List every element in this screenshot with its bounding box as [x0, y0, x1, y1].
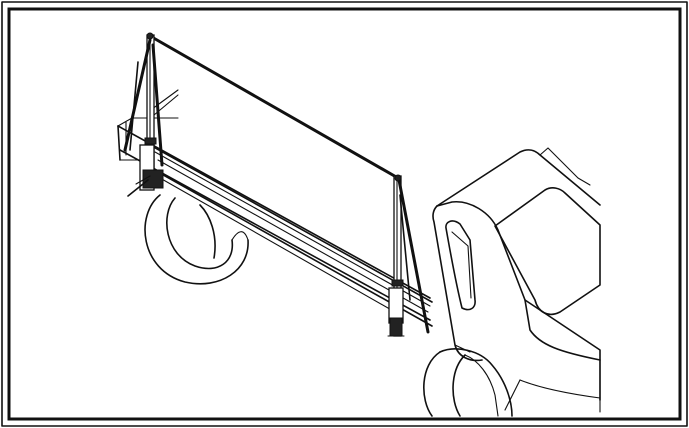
rear-wheel	[144, 194, 249, 285]
glass-rack	[123, 32, 430, 337]
truck-cab	[432, 147, 601, 413]
front-wheel	[423, 348, 513, 417]
truck-bed	[117, 89, 433, 327]
